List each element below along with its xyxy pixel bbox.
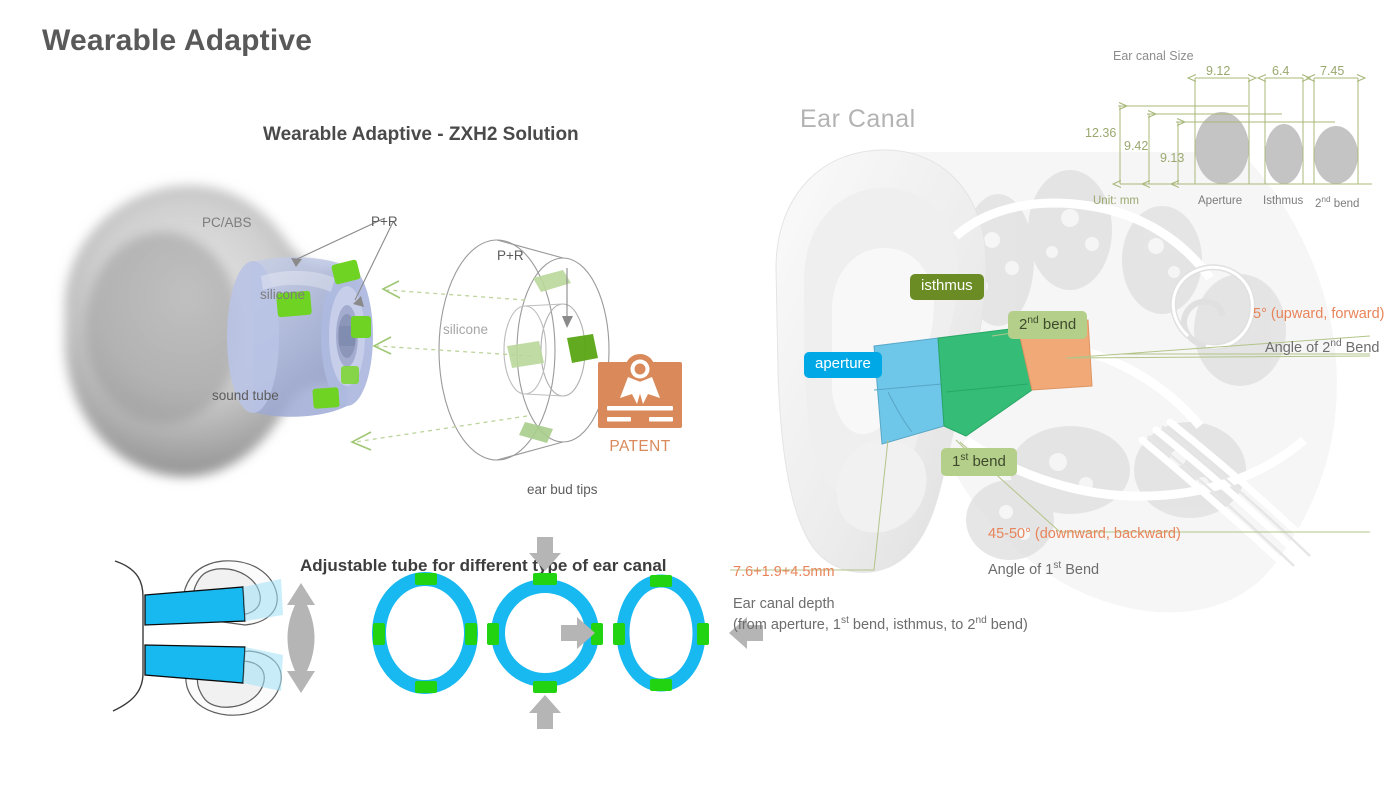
assembly-arrowheads [350, 280, 401, 451]
canal-depth-value: 7.6+1.9+4.5mm [733, 564, 835, 580]
badge-first-bend-sup: st [960, 452, 969, 463]
badge-isthmus[interactable]: isthmus [910, 274, 984, 300]
chart-height-dims [1120, 106, 1178, 184]
compression-arrow-up [529, 695, 561, 729]
width-value-second-bend: 7.45 [1320, 64, 1345, 78]
earbud-assembly-illustration [55, 150, 695, 530]
assembly-direction-arrows [354, 289, 532, 443]
ear-profile-with-tube [112, 560, 144, 712]
aperture-cross-section [1195, 112, 1249, 184]
height-value-isthmus: 9.42 [1124, 139, 1149, 153]
page-title: Wearable Adaptive [42, 24, 313, 57]
badge-first-bend-word: bend [968, 453, 1006, 470]
compression-arrow-left [729, 617, 763, 649]
height-value-aperture: 12.36 [1085, 126, 1117, 140]
category-label-second-bend-sup: nd [1321, 195, 1331, 204]
canal-depth-l2-sup2: nd [975, 615, 987, 626]
label-ear-bud-tips: ear bud tips [527, 482, 598, 497]
first-bend-divider [945, 383, 1029, 393]
earbud-body-shading [85, 232, 241, 424]
adjustable-tube-illustration [105, 537, 763, 729]
cochlea-highlight [1171, 265, 1254, 349]
isthmus-cross-section [1265, 124, 1303, 184]
second-bend-angle-label: Angle of 2nd Bend [1265, 338, 1379, 356]
patent-badge: PATENT [598, 352, 686, 462]
second-bend-angle-value: 5° (upward, forward) [1253, 306, 1385, 322]
category-label-isthmus: Isthmus [1263, 195, 1304, 207]
label-pr-top: P+R [371, 214, 398, 229]
first-bend-angle-value: 45-50° (downward, backward) [988, 526, 1181, 542]
eustachian-tube-lines [1147, 425, 1311, 567]
canal-depth-l2-b: bend, isthmus, to 2 [848, 616, 976, 633]
category-label-second-bend: 2nd bend [1315, 195, 1360, 210]
ear-anatomy-illustration [730, 140, 1371, 630]
tube-bands [144, 579, 283, 691]
ring-stage-horizontally-compressed [561, 574, 763, 692]
first-bend-angle-label-post: Bend [1061, 561, 1100, 578]
badge-second-bend[interactable]: 2nd bend [1008, 311, 1088, 339]
ear-lobe [836, 439, 927, 533]
size-chart-title: Ear canal Size [1113, 49, 1194, 63]
label-pr-tip: P+R [497, 248, 524, 263]
canal-depth-label-line1: Ear canal depth [733, 596, 835, 612]
pr-leader-lines [291, 217, 394, 307]
label-silicone-tip: silicone [443, 322, 489, 337]
first-bend-angle-label: Angle of 1st Bend [988, 560, 1099, 578]
aperture-curve [887, 391, 913, 433]
badge-aperture[interactable]: aperture [804, 352, 882, 378]
badge-second-bend-word: bend [1038, 316, 1077, 333]
ring-stage-relaxed [372, 572, 478, 694]
first-bend-angle-label-pre: Angle of 1 [988, 561, 1054, 578]
aperture-divider [873, 383, 943, 391]
second-bend-angle-label-post: Bend [1341, 339, 1380, 356]
label-pc-abs: PC/ABS [202, 215, 252, 230]
tip-pr-leader [562, 268, 573, 328]
first-bend-angle-label-sup: st [1053, 560, 1062, 571]
canal-depth-l2-c: bend) [986, 616, 1028, 633]
height-value-second-bend: 9.13 [1160, 151, 1185, 165]
compression-arrow-down [529, 537, 561, 571]
badge-first-bend-num: 1 [952, 453, 961, 470]
badge-second-bend-num: 2 [1019, 316, 1028, 333]
award-ribbon-icon [607, 354, 673, 422]
compression-arrow-right [561, 617, 595, 649]
eustachian-tube [1138, 418, 1320, 574]
second-bend-cross-section [1314, 126, 1358, 184]
patent-label: PATENT [609, 438, 671, 455]
pr-pads-on-sleeve [276, 259, 371, 409]
concha [832, 247, 934, 435]
left-panel-subtitle: Wearable Adaptive - ZXH2 Solution [263, 124, 579, 145]
badge-second-bend-sup: nd [1027, 315, 1039, 326]
canal-depth-l2-sup1: st [841, 615, 849, 626]
chart-height-refs [1118, 105, 1335, 123]
tube-bend-arrow [287, 583, 315, 693]
canal-depth-label-line2: (from aperture, 1st bend, isthmus, to 2n… [733, 615, 1028, 633]
label-silicone-body: silicone [260, 287, 306, 302]
pr-pads-on-tip-ring [507, 270, 598, 443]
second-bend-angle-label-pre: Angle of 2 [1265, 339, 1331, 356]
label-sound-tube: sound tube [212, 388, 279, 403]
width-value-aperture: 9.12 [1206, 64, 1231, 78]
second-bend-angle-label-sup: nd [1330, 338, 1342, 349]
width-value-isthmus: 6.4 [1272, 64, 1290, 78]
bone-texture-light [976, 209, 1209, 540]
canal-depth-l2-a: (from aperture, 1 [733, 616, 841, 633]
category-label-aperture: Aperture [1198, 195, 1243, 207]
first-bend-segment [937, 327, 1033, 437]
chart-extension-lines [1194, 78, 1359, 184]
ear-canal-size-chart [1090, 44, 1390, 219]
chart-unit-label: Unit: mm [1093, 195, 1139, 207]
bone-texture [962, 170, 1286, 560]
adjustable-tube-title: Adjustable tube for different type of ea… [300, 556, 667, 575]
right-panel-heading: Ear Canal [800, 105, 916, 133]
badge-first-bend[interactable]: 1st bend [941, 448, 1017, 476]
